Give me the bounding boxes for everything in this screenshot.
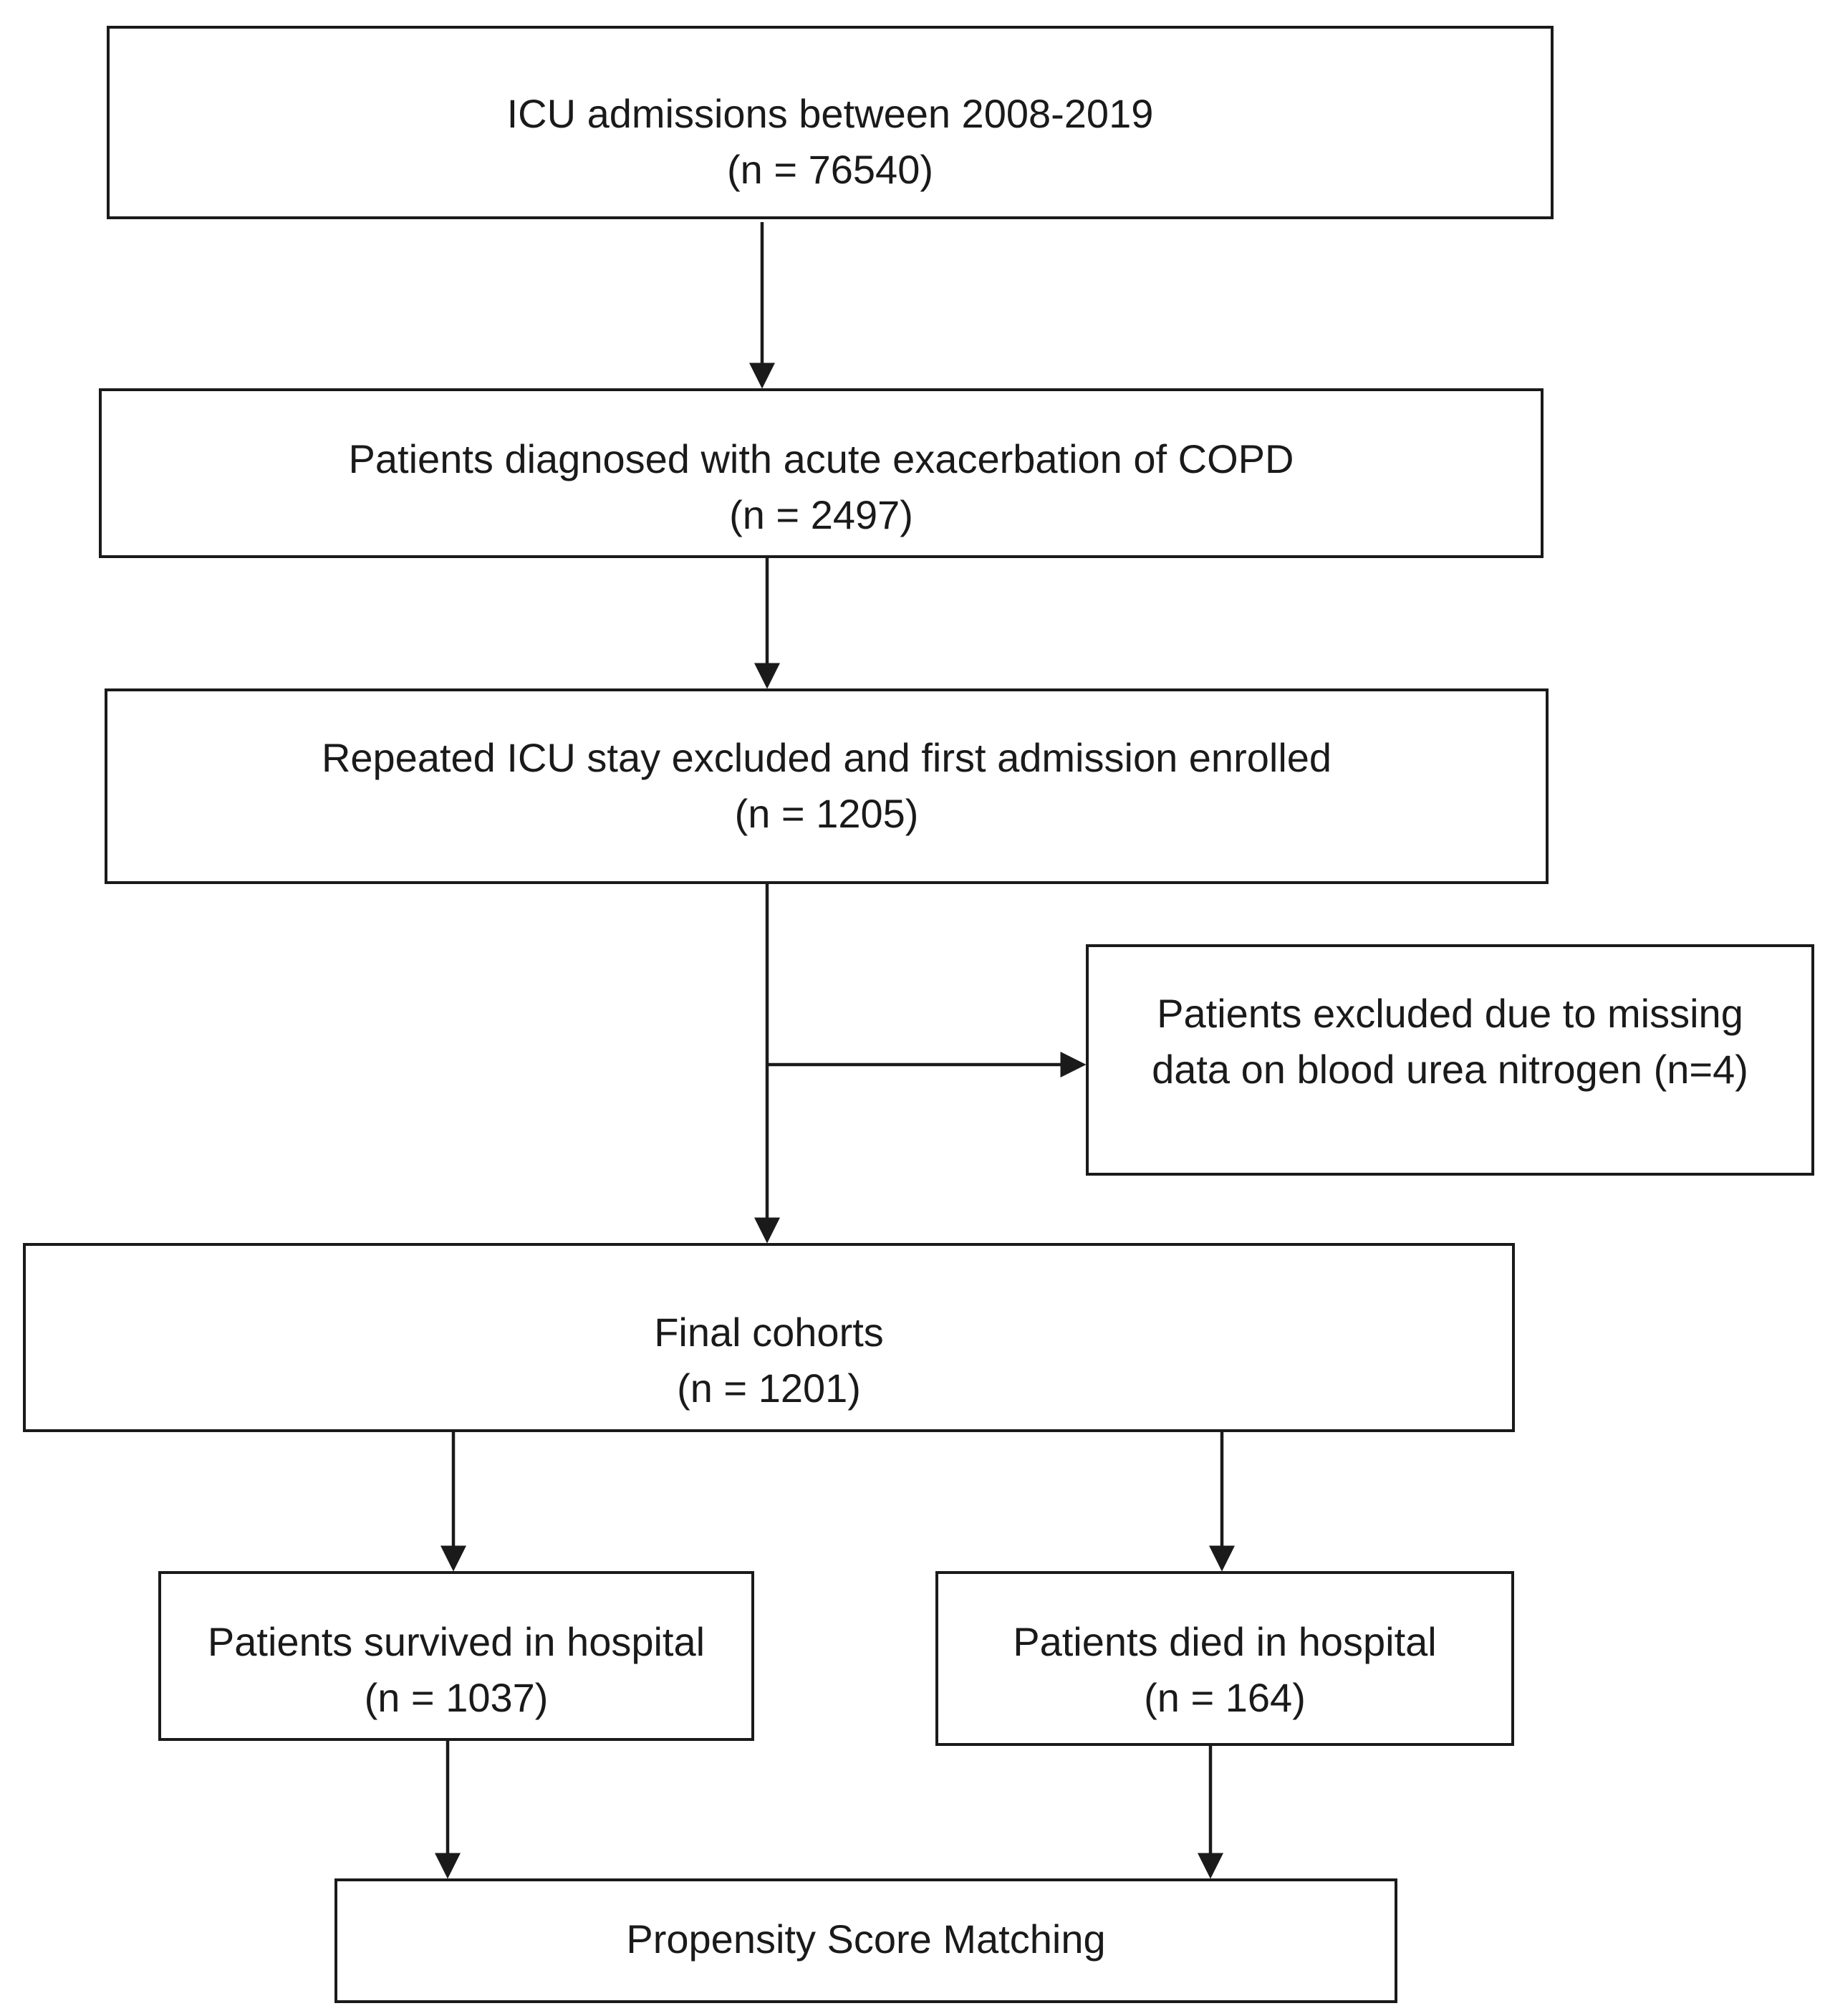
icu-admissions-count: (n = 76540) — [727, 147, 933, 192]
copd-diagnosis-box: Patients diagnosed with acute exacerbati… — [99, 388, 1544, 558]
copd-diagnosis-count: (n = 2497) — [729, 492, 913, 537]
survived-title: Patients survived in hospital — [207, 1619, 706, 1664]
repeated-stay-count: (n = 1205) — [734, 791, 919, 836]
final-cohorts-box: Final cohorts (n = 1201) — [23, 1243, 1515, 1432]
excluded-patients-line1: Patients excluded due to missing — [1157, 991, 1743, 1036]
excluded-patients-line2: data on blood urea nitrogen (n=4) — [1152, 1047, 1748, 1092]
final-cohorts-count: (n = 1201) — [677, 1365, 861, 1411]
icu-admissions-title: ICU admissions between 2008-2019 — [506, 91, 1154, 136]
survived-box: Patients survived in hospital (n = 1037) — [158, 1571, 754, 1741]
copd-diagnosis-title: Patients diagnosed with acute exacerbati… — [348, 436, 1294, 481]
excluded-patients-box: Patients excluded due to missing data on… — [1086, 944, 1814, 1176]
survived-count: (n = 1037) — [364, 1675, 549, 1720]
propensity-score-matching-title: Propensity Score Matching — [626, 1916, 1106, 1962]
died-box: Patients died in hospital (n = 164) — [935, 1571, 1514, 1746]
icu-admissions-box: ICU admissions between 2008-2019 (n = 76… — [107, 26, 1554, 219]
repeated-stay-title: Repeated ICU stay excluded and first adm… — [321, 735, 1332, 780]
final-cohorts-title: Final cohorts — [654, 1310, 884, 1355]
repeated-stay-box: Repeated ICU stay excluded and first adm… — [105, 688, 1549, 884]
propensity-score-matching-box: Propensity Score Matching — [334, 1878, 1397, 2003]
died-title: Patients died in hospital — [1013, 1619, 1437, 1664]
died-count: (n = 164) — [1144, 1675, 1306, 1720]
